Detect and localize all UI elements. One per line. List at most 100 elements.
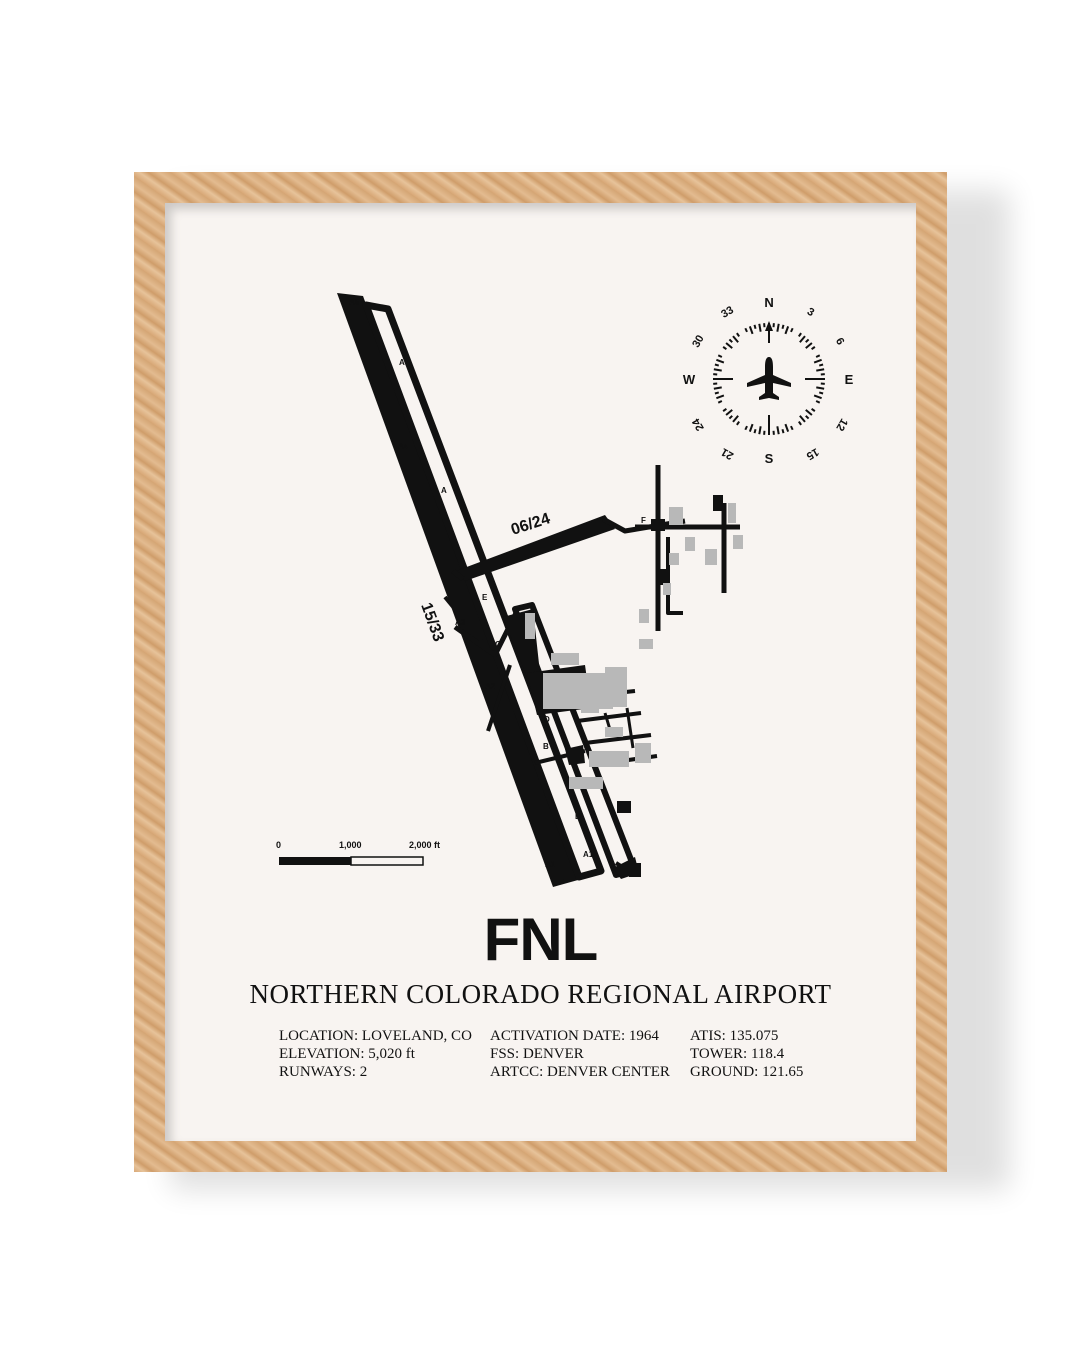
runway-label-06-24: 06/24 <box>509 510 552 539</box>
compass-tick <box>805 409 813 416</box>
airplane-icon <box>747 357 791 400</box>
info-column-1: LOCATION: LOVELAND, CO ELEVATION: 5,020 … <box>279 1027 472 1081</box>
compass-24: 24 <box>690 415 707 432</box>
compass-rose: N E S W 3 6 12 15 21 24 30 33 <box>683 295 854 466</box>
compass-tick <box>722 408 727 412</box>
compass-tick <box>816 386 825 390</box>
runway-15-33 <box>337 293 578 887</box>
taxiway-label-d-upper: D <box>544 715 550 724</box>
info-fss: FSS: DENVER <box>490 1046 584 1062</box>
compass-tick <box>805 415 810 420</box>
compass-3: 3 <box>805 306 816 319</box>
compass-tick <box>813 394 822 400</box>
compass-tick <box>717 354 723 358</box>
taxiway-label-a1-left: A1 <box>545 860 556 869</box>
scale-label-2000: 2,000 ft <box>409 840 440 850</box>
info-location: LOCATION: LOVELAND, CO <box>279 1028 472 1044</box>
compass-tick <box>811 408 816 412</box>
taxiway-label-d-lower: D <box>575 812 581 821</box>
compass-tick <box>732 335 739 343</box>
compass-tick <box>818 363 824 367</box>
compass-30: 30 <box>690 333 707 350</box>
compass-tick <box>725 342 733 349</box>
taxiway-label-a2: A2 <box>485 682 496 691</box>
compass-tick <box>813 358 822 364</box>
compass-tick <box>716 394 725 400</box>
compass-tick <box>744 425 748 431</box>
compass-tick <box>781 324 785 330</box>
airport-code: FNL <box>483 906 599 973</box>
compass-n: N <box>764 295 773 310</box>
compass-tick <box>799 415 806 423</box>
taxiway-label-a4: A4 <box>398 442 409 451</box>
taxiway-label-c: C <box>495 640 501 649</box>
info-artcc: ARTCC: DENVER CENTER <box>490 1064 670 1080</box>
compass-tick <box>736 421 740 426</box>
compass-tick <box>816 368 825 372</box>
runway-label-15-33: 15/33 <box>417 601 447 645</box>
info-tower: TOWER: 118.4 <box>690 1046 785 1062</box>
compass-15: 15 <box>804 445 821 462</box>
compass-tick <box>728 415 733 420</box>
info-ground: GROUND: 121.65 <box>690 1064 804 1080</box>
compass-21: 21 <box>719 445 736 462</box>
taxiway-label-a5: A5 <box>349 298 360 307</box>
compass-tick <box>748 326 754 335</box>
compass-tick <box>736 332 740 337</box>
info-atis: ATIS: 135.075 <box>690 1028 779 1044</box>
compass-tick <box>722 346 727 350</box>
compass-tick <box>713 368 722 372</box>
scale-label-0: 0 <box>276 840 281 850</box>
compass-tick <box>815 400 821 404</box>
compass-e: E <box>845 372 854 387</box>
compass-tick <box>728 338 733 343</box>
compass-tick <box>714 363 720 367</box>
compass-6: 6 <box>833 336 846 347</box>
wood-frame: 15/33 06/24 A5 A A4 A E A3 C A2 D B D A1… <box>134 172 947 1172</box>
compass-tick <box>744 327 748 333</box>
compass-tick <box>781 428 785 434</box>
compass-tick <box>753 428 757 434</box>
compass-tick <box>732 415 739 423</box>
compass-s: S <box>765 451 774 466</box>
compass-tick <box>717 400 723 404</box>
compass-tick <box>798 332 802 337</box>
compass-tick <box>790 425 794 431</box>
compass-33: 33 <box>719 304 736 321</box>
runway-06-24 <box>456 515 615 581</box>
info-column-2: ACTIVATION DATE: 1964 FSS: DENVER ARTCC:… <box>490 1027 670 1081</box>
airport-diagram: 15/33 06/24 A5 A A4 A E A3 C A2 D B D A1… <box>276 293 854 887</box>
compass-tick <box>798 421 802 426</box>
compass-w: W <box>683 372 696 387</box>
taxiway-label-a1-right: A1 <box>583 850 594 859</box>
taxiway-label-a-upper: A <box>399 358 405 367</box>
info-elevation: ELEVATION: 5,020 ft <box>279 1046 415 1062</box>
compass-tick <box>790 327 794 333</box>
compass-tick <box>776 323 780 332</box>
compass-tick <box>799 335 806 343</box>
compass-tick <box>716 358 725 364</box>
compass-12: 12 <box>833 416 850 433</box>
scale-bar: 0 1,000 2,000 ft <box>276 840 440 866</box>
airport-name: NORTHERN COLORADO REGIONAL AIRPORT <box>249 979 832 1009</box>
compass-tick <box>714 391 720 395</box>
poster-paper: 15/33 06/24 A5 A A4 A E A3 C A2 D B D A1… <box>165 203 916 1141</box>
compass-tick <box>818 391 824 395</box>
compass-tick <box>784 423 790 432</box>
compass-tick <box>758 323 762 332</box>
taxiway-a-strip <box>362 301 605 881</box>
compass-tick <box>748 423 754 432</box>
compass-tick <box>753 324 757 330</box>
compass-tick <box>758 426 762 435</box>
taxiway-label-a-mid: A <box>441 486 447 495</box>
compass-tick <box>776 426 780 435</box>
taxiway-label-b: B <box>543 742 549 751</box>
compass-tick <box>805 342 813 349</box>
compass-tick <box>811 346 816 350</box>
compass-tick <box>725 409 733 416</box>
info-column-3: ATIS: 135.075 TOWER: 118.4 GROUND: 121.6… <box>690 1027 803 1081</box>
info-runways: RUNWAYS: 2 <box>279 1064 368 1080</box>
north-pointer-icon <box>765 321 773 331</box>
compass-tick <box>815 354 821 358</box>
info-activation-date: ACTIVATION DATE: 1964 <box>490 1028 659 1044</box>
